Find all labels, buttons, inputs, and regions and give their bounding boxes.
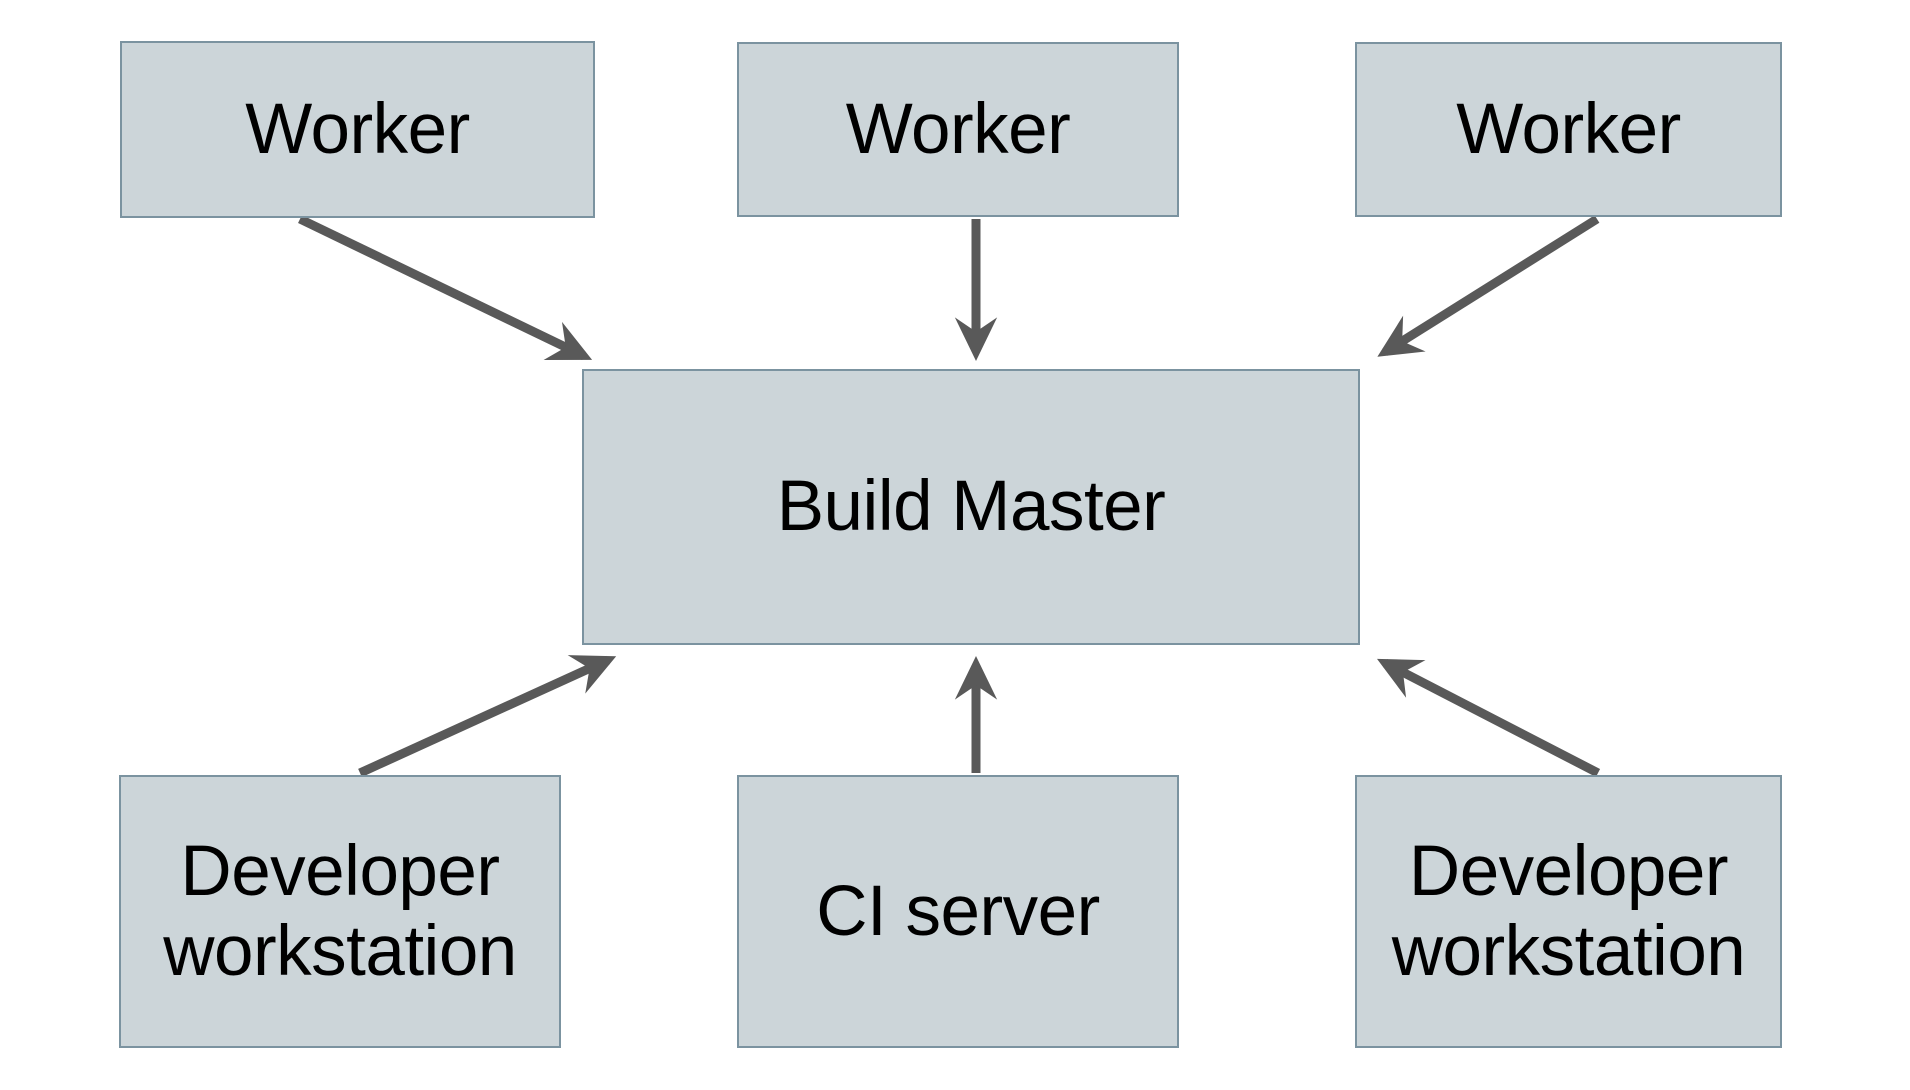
node-worker-right[interactable]: Worker [1355, 42, 1782, 217]
edge-worker-right-to-master [1377, 215, 1600, 357]
node-developer-workstation-left[interactable]: Developer workstation [119, 775, 561, 1048]
node-label: Worker [1456, 89, 1681, 169]
node-label: Worker [845, 89, 1071, 169]
node-build-master[interactable]: Build Master [582, 369, 1360, 645]
node-label: Build Master [776, 467, 1166, 547]
node-ci-server[interactable]: CI server [737, 775, 1179, 1048]
node-developer-workstation-right[interactable]: Developer workstation [1355, 775, 1782, 1048]
node-label: Worker [245, 89, 470, 169]
edge-worker-left-to-master [298, 214, 593, 361]
node-label: CI server [816, 871, 1100, 951]
node-worker-center[interactable]: Worker [737, 42, 1179, 217]
edge-dev-left-to-master [358, 655, 617, 778]
node-label: Developer workstation [1391, 831, 1746, 991]
node-worker-left[interactable]: Worker [120, 41, 595, 218]
edge-dev-right-to-master [1377, 658, 1601, 777]
node-label: Developer workstation [163, 831, 517, 991]
